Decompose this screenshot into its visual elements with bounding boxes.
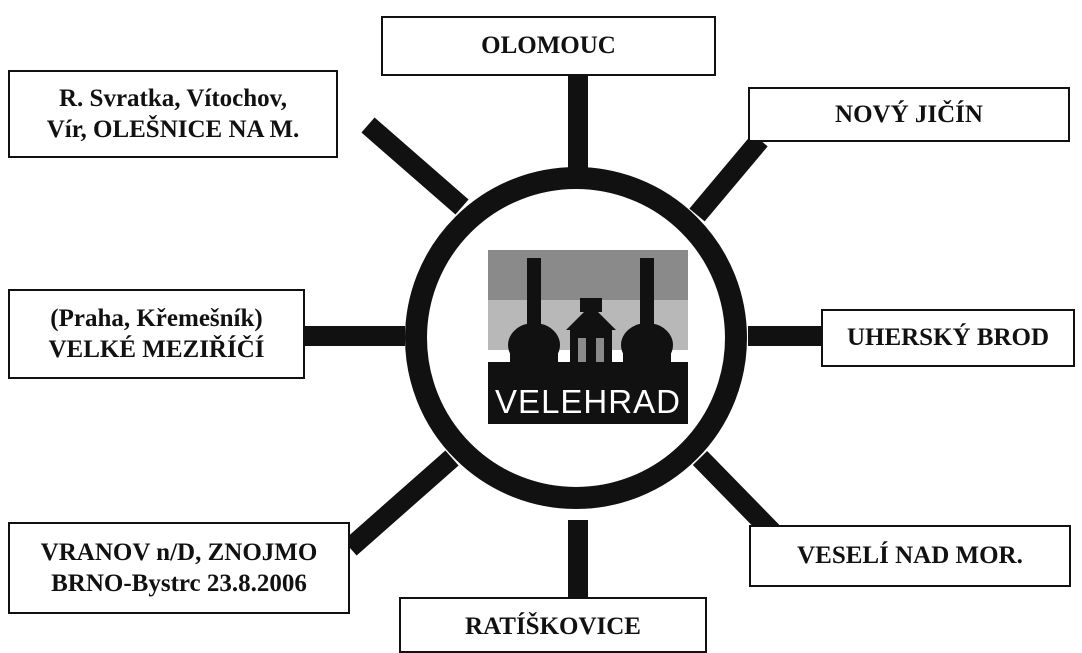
- spoke-southwest: [343, 450, 459, 556]
- spoke-northwest: [361, 117, 469, 215]
- node-novy-jicin: NOVÝ JIČÍN: [748, 87, 1070, 142]
- node-olomouc: OLOMOUC: [381, 16, 716, 76]
- logo-base: [488, 362, 688, 380]
- logo-label: VELEHRAD: [495, 383, 681, 420]
- node-label-line: UHERSKÝ BROD: [846, 324, 1050, 352]
- node-svratka: R. Svratka, Vítochov, Vír, OLEŠNICE NA M…: [8, 70, 338, 158]
- node-label-line: VELKÉ MEZIŘÍČÍ: [48, 336, 265, 363]
- node-label-line: RATÍŠKOVICE: [465, 613, 641, 640]
- node-label-line: OLOMOUC: [481, 32, 616, 60]
- node-label-line: BRNO-Bystrc 23.8.2006: [51, 570, 307, 597]
- velehrad-logo: VELEHRAD: [488, 250, 688, 424]
- node-ratiskovice: RATÍŠKOVICE: [399, 597, 707, 653]
- node-vranov: VRANOV n/D, ZNOJMO BRNO-Bystrc 23.8.2006: [8, 522, 350, 614]
- node-velke-mezirici: (Praha, Křemešník) VELKÉ MEZIŘÍČÍ: [8, 289, 305, 379]
- node-label-line: (Praha, Křemešník): [50, 304, 263, 332]
- logo-label-band: [488, 378, 688, 424]
- spoke-northeast: [689, 133, 768, 222]
- node-label-line: Vír, OLEŠNICE NA M.: [46, 116, 300, 143]
- node-label-line: VRANOV n/D, ZNOJMO: [40, 538, 318, 566]
- node-label-line: R. Svratka, Vítochov,: [58, 84, 288, 112]
- node-label-line: NOVÝ JIČÍN: [835, 100, 983, 128]
- node-veseli: VESELÍ NAD MOR.: [749, 525, 1071, 587]
- node-uhersky-brod: UHERSKÝ BROD: [821, 309, 1075, 367]
- node-label-line: VESELÍ NAD MOR.: [797, 542, 1023, 570]
